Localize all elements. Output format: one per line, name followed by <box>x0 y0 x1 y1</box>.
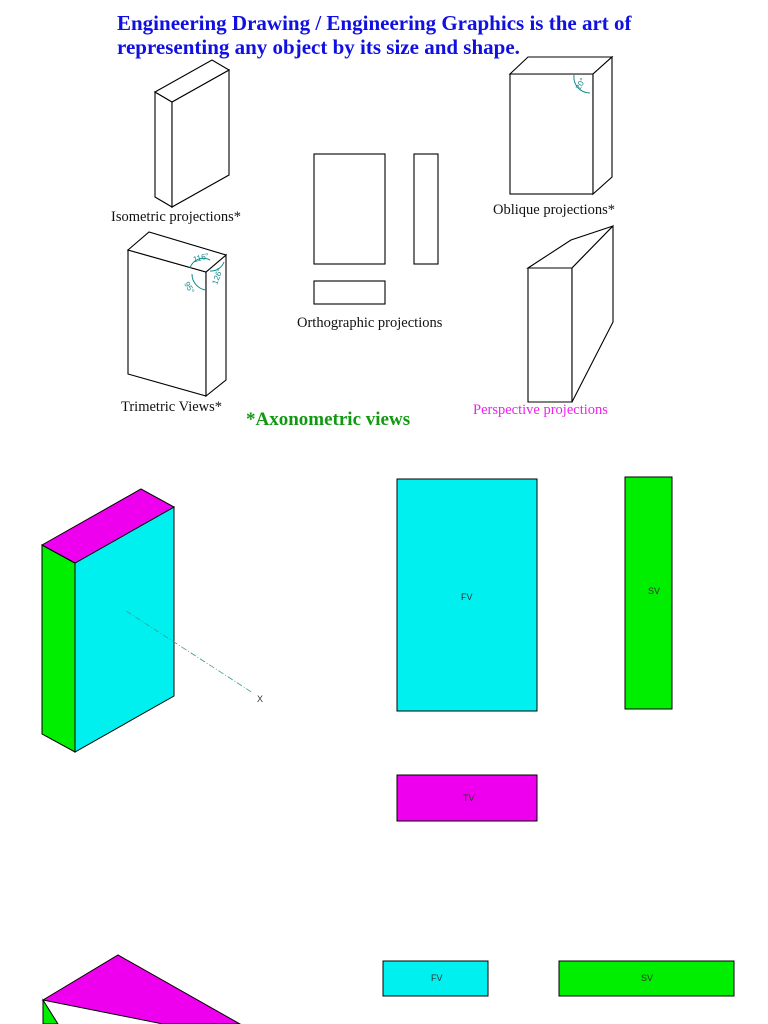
label-fv: FV <box>461 592 473 602</box>
colored-front-view <box>396 478 538 712</box>
caption-axonometric: *Axonometric views <box>246 409 410 430</box>
caption-isometric: Isometric projections* <box>111 209 241 225</box>
trimetric-box <box>126 231 228 398</box>
header-line-1: Engineering Drawing / Engineering Graphi… <box>117 11 633 35</box>
ortho-side-view <box>413 153 439 265</box>
oblique-box <box>508 55 614 196</box>
header-line-2: representing any object by its size and … <box>117 35 520 59</box>
label-sv: SV <box>648 586 660 596</box>
colored-front-view-bottom <box>382 960 489 997</box>
isometric-box <box>153 59 231 208</box>
caption-orthographic: Orthographic projections <box>297 315 443 331</box>
caption-perspective: Perspective projections <box>473 402 608 418</box>
colored-side-view-bottom <box>558 960 735 997</box>
perspective-box <box>526 224 614 403</box>
colored-side-view <box>624 476 673 710</box>
label-fv-bottom: FV <box>431 973 443 983</box>
axis-label-x: X <box>257 694 263 704</box>
label-tv: TV <box>463 793 475 803</box>
orthographic-views <box>313 153 439 305</box>
label-sv-bottom: SV <box>641 973 653 983</box>
colored-top-view <box>396 774 538 822</box>
colored-isometric-block <box>40 488 254 753</box>
caption-oblique: Oblique projections* <box>493 202 615 218</box>
ortho-top-view <box>313 280 386 305</box>
colored-block-bottom <box>41 954 242 1024</box>
caption-trimetric: Trimetric Views* <box>121 399 222 415</box>
ortho-front-view <box>313 153 386 265</box>
trimetric-angle-top: 116° <box>192 251 210 264</box>
